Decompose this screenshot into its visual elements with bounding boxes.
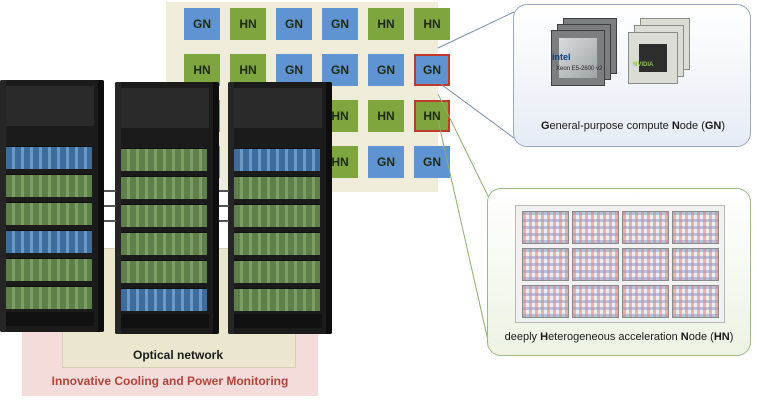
hn-node-cell: HN: [230, 8, 266, 40]
caption-text: N: [680, 331, 689, 343]
rack-tray: [121, 288, 207, 311]
rack-tray: [121, 232, 207, 255]
rack-top-panel: [234, 88, 322, 128]
caption-text: ode (: [688, 331, 714, 343]
rack-tray: [6, 174, 92, 197]
rack-cable: [219, 220, 229, 222]
caption-text: HN: [713, 331, 730, 343]
rack-tray: [234, 260, 320, 283]
server-rack: [228, 82, 332, 334]
fpga-chip: [572, 211, 619, 244]
gn-node-cell: GN: [184, 8, 220, 40]
connector-line-hn-bottom: [437, 119, 490, 346]
rack-tray: [234, 204, 320, 227]
rack-base: [234, 314, 322, 328]
rack-cable: [104, 205, 116, 207]
rack-tray: [6, 258, 92, 281]
gn-node-cell: GN: [414, 54, 450, 86]
rack-tray: [6, 286, 92, 309]
connector-line-gn-top: [437, 11, 515, 49]
optical-network-label: Optical network: [132, 348, 224, 362]
fpga-chip: [522, 211, 569, 244]
rack-base: [6, 312, 94, 326]
caption-text: ): [721, 120, 726, 132]
rack-top-panel: [6, 86, 94, 126]
caption-text: G: [540, 120, 550, 132]
gn-node-cell: GN: [322, 54, 358, 86]
hn-node-cell: HN: [184, 54, 220, 86]
connector-line-gn-bottom: [437, 81, 515, 139]
fpga-chip: [522, 248, 569, 281]
gn-node-cell: GN: [276, 54, 312, 86]
rack-cable: [104, 220, 116, 222]
rack-tray: [234, 176, 320, 199]
rack-cable: [104, 190, 116, 192]
rack-tray: [234, 288, 320, 311]
gn-node-cell: GN: [368, 54, 404, 86]
rack-tray: [6, 230, 92, 253]
caption-text: H: [540, 331, 549, 343]
fpga-chip: [572, 248, 619, 281]
hn-node-cell: HN: [368, 100, 404, 132]
rack-tray: [121, 204, 207, 227]
nvidia-gpu: [628, 32, 678, 84]
fpga-chip: [672, 285, 719, 318]
fpga-chip: [672, 248, 719, 281]
hn-node-cell: HN: [414, 8, 450, 40]
caption-text: eterogeneous acceleration: [548, 331, 681, 343]
rack-cable: [219, 205, 229, 207]
caption-text: eneral-purpose compute: [549, 120, 672, 132]
rack-tray: [234, 232, 320, 255]
hn-caption: deeply Heterogeneous acceleration Node (…: [492, 331, 746, 343]
caption-text: GN: [704, 120, 722, 132]
caption-text: deeply: [504, 331, 541, 343]
fpga-chip: [572, 285, 619, 318]
rack-tray: [6, 146, 92, 169]
fpga-chip: [672, 211, 719, 244]
fpga-board: [515, 205, 725, 323]
cpu-model-text: Xeon E5-2600 v2: [556, 66, 603, 72]
rack-tray: [234, 148, 320, 171]
gn-node-cell: GN: [322, 8, 358, 40]
gn-node-cell: GN: [276, 8, 312, 40]
nvidia-logo: NVIDIA: [633, 62, 654, 68]
connector-line-hn-top: [437, 93, 490, 199]
intel-xeon-cpu: [551, 30, 605, 86]
rack-tray: [121, 148, 207, 171]
gn-caption: General-purpose compute Node (GN): [520, 120, 746, 132]
fpga-chip: [622, 285, 669, 318]
caption-text: ode (: [679, 120, 705, 132]
fpga-chip: [622, 248, 669, 281]
fpga-chip: [622, 211, 669, 244]
intel-logo: intel: [552, 52, 571, 62]
fpga-chip: [522, 285, 569, 318]
rack-tray: [121, 260, 207, 283]
rack-base: [121, 314, 209, 328]
rack-tray: [121, 176, 207, 199]
caption-text: ): [729, 331, 734, 343]
caption-text: N: [671, 120, 680, 132]
hn-node-cell: HN: [230, 54, 266, 86]
server-rack: [0, 80, 104, 332]
gn-node-cell: GN: [414, 146, 450, 178]
rack-top-panel: [121, 88, 209, 128]
gn-node-cell: GN: [368, 146, 404, 178]
hn-node-cell: HN: [368, 8, 404, 40]
rack-cable: [219, 190, 229, 192]
cooling-power-label: Innovative Cooling and Power Monitoring: [51, 374, 289, 388]
server-rack: [115, 82, 219, 334]
rack-tray: [6, 202, 92, 225]
